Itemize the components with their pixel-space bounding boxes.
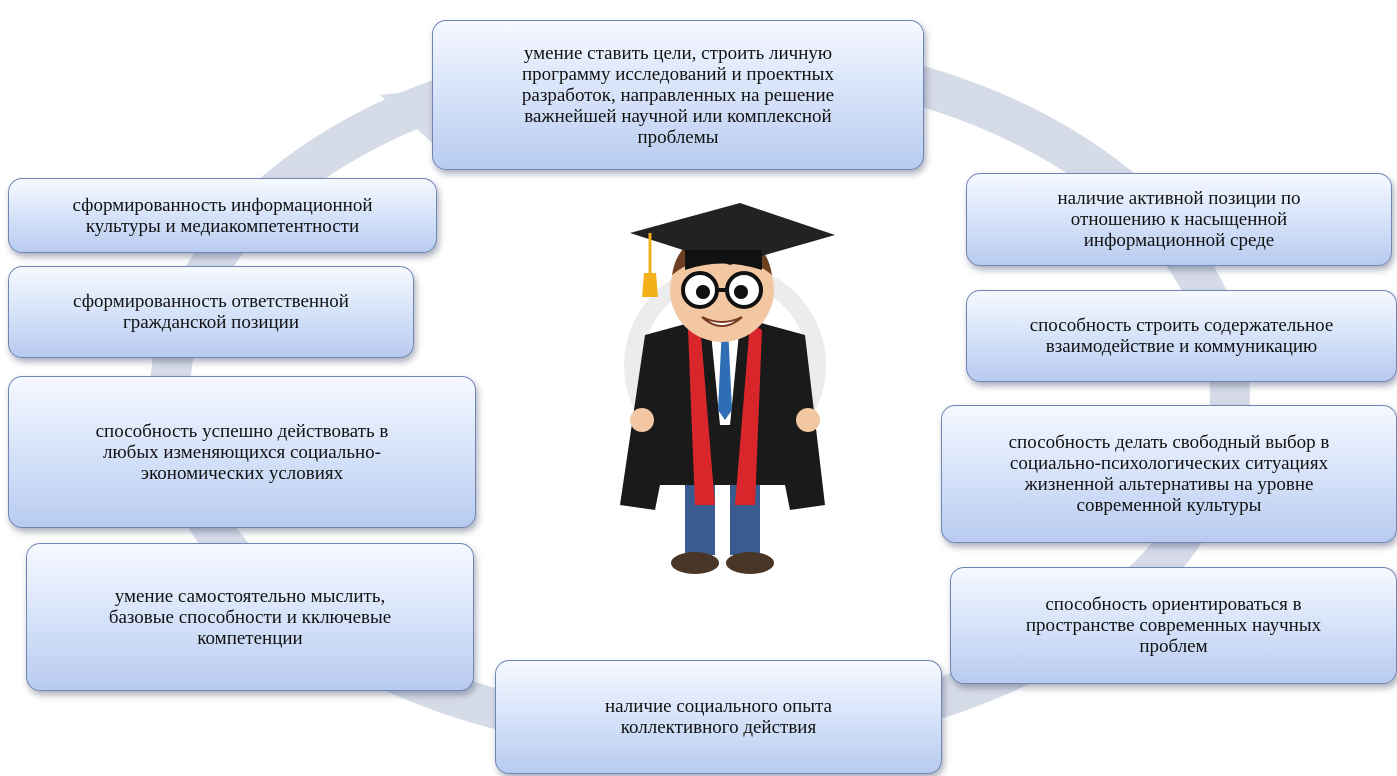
box-social-experience: наличие социального опыта коллективного … <box>495 660 942 774</box>
box-civic-position: сформированность ответственной гражданск… <box>8 266 414 358</box>
box-goal-setting-text: умение ставить цели, строить личную прог… <box>521 42 835 148</box>
box-adaptability-text: способность успешно действовать в любых … <box>95 420 389 484</box>
box-information-culture-text: сформированность информационной культуры… <box>72 194 373 237</box>
box-free-choice: способность делать свободный выбор в соц… <box>941 405 1397 543</box>
box-civic-position-text: сформированность ответственной гражданск… <box>73 291 349 333</box>
box-scientific-orientation: способность ориентироваться в пространст… <box>950 567 1397 684</box>
box-communication-text: способность строить содержательное взаим… <box>1029 315 1334 357</box>
box-active-position: наличие активной позиции по отношению к … <box>966 173 1392 266</box>
box-information-culture: сформированность информационной культуры… <box>8 178 437 253</box>
box-goal-setting: умение ставить цели, строить личную прог… <box>432 20 924 170</box>
box-social-experience-text: наличие социального опыта коллективного … <box>605 696 832 738</box>
box-active-position-text: наличие активной позиции по отношению к … <box>1057 188 1301 251</box>
box-adaptability: способность успешно действовать в любых … <box>8 376 476 528</box>
box-communication: способность строить содержательное взаим… <box>966 290 1397 382</box>
box-free-choice-text: способность делать свободный выбор в соц… <box>1008 432 1330 516</box>
box-independent-thinking: умение самостоятельно мыслить, базовые с… <box>26 543 474 691</box>
box-independent-thinking-text: умение самостоятельно мыслить, базовые с… <box>108 585 392 649</box>
graduate-student-icon <box>620 203 835 574</box>
box-scientific-orientation-text: способность ориентироваться в пространст… <box>1025 594 1322 657</box>
